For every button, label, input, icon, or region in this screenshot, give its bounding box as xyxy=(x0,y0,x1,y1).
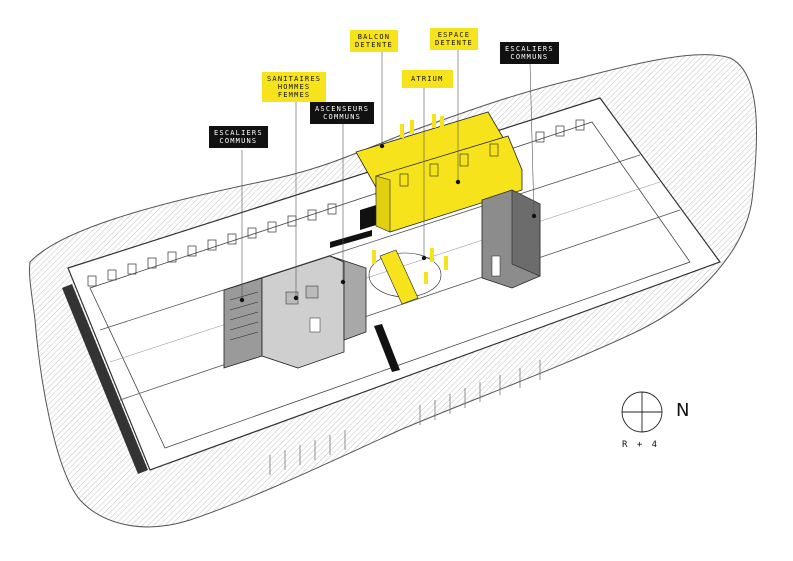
leader-dots xyxy=(239,143,537,303)
stair-core-right xyxy=(481,189,541,289)
north-indicator: N xyxy=(676,400,690,421)
label-atrium: ATRIUM xyxy=(402,70,453,88)
level-label: R + 4 xyxy=(622,440,660,450)
corridor-line-2 xyxy=(119,209,681,401)
atrium-stair xyxy=(368,248,448,305)
ascenseurs-block xyxy=(329,255,367,341)
corridor-line-1 xyxy=(99,154,641,331)
corridor-line-3 xyxy=(109,181,661,363)
facade-fins xyxy=(269,360,541,475)
left-louver-band xyxy=(62,284,148,474)
leader-lines xyxy=(241,48,535,300)
black-beam xyxy=(330,230,372,248)
espace-detente-volume xyxy=(355,111,523,233)
black-column xyxy=(374,324,400,372)
compass-icon xyxy=(621,391,663,433)
